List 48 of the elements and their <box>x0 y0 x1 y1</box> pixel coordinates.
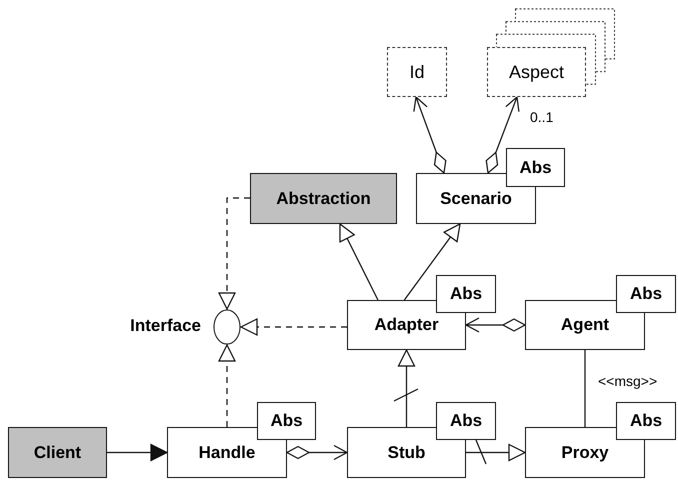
tag-box <box>616 402 676 440</box>
connector <box>286 444 348 460</box>
class-name: Proxy <box>561 442 609 462</box>
class-name: Agent <box>560 315 610 335</box>
class-name: Abs <box>450 411 482 431</box>
connector <box>465 317 526 333</box>
connector <box>413 96 446 174</box>
class-name: Abs <box>630 411 662 431</box>
class-box <box>347 300 466 350</box>
connector <box>107 444 168 462</box>
shaded-class-box <box>8 427 107 478</box>
class-name: Abstraction <box>276 188 371 208</box>
interface-circle <box>213 309 241 345</box>
dotted-class-box <box>487 47 586 97</box>
connector <box>218 197 250 310</box>
edge-label: 0..1 <box>530 110 554 126</box>
tag-box <box>616 275 676 313</box>
class-box <box>347 427 466 478</box>
connector <box>486 96 520 174</box>
class-name: Scenario <box>440 188 512 208</box>
class-name: Abs <box>270 411 303 431</box>
class-name: Abs <box>519 158 552 178</box>
class-name: Handle <box>198 442 256 462</box>
class-name: Client <box>34 442 82 462</box>
class-name: Stub <box>388 442 426 462</box>
connector <box>398 349 416 427</box>
connector <box>466 444 526 462</box>
class-name: Abs <box>630 284 662 304</box>
shaded-class-box <box>250 173 397 224</box>
class-name: Abs <box>450 284 482 304</box>
class-box <box>525 427 645 478</box>
class-name: Id <box>409 62 424 82</box>
connector <box>339 223 378 300</box>
connector <box>218 344 236 427</box>
class-box <box>167 427 287 478</box>
tag-box <box>506 148 565 187</box>
class-box <box>525 300 645 350</box>
connector <box>584 350 586 427</box>
class-box <box>416 173 536 224</box>
tag-box <box>436 275 496 313</box>
tag-box <box>257 402 316 440</box>
class-name: Adapter <box>374 315 439 335</box>
dotted-class-box <box>387 47 447 97</box>
connector <box>240 318 347 336</box>
tag-box <box>436 402 496 440</box>
interface-label: Interface <box>130 316 201 336</box>
class-name: Aspect <box>508 62 564 82</box>
connector <box>404 223 461 300</box>
